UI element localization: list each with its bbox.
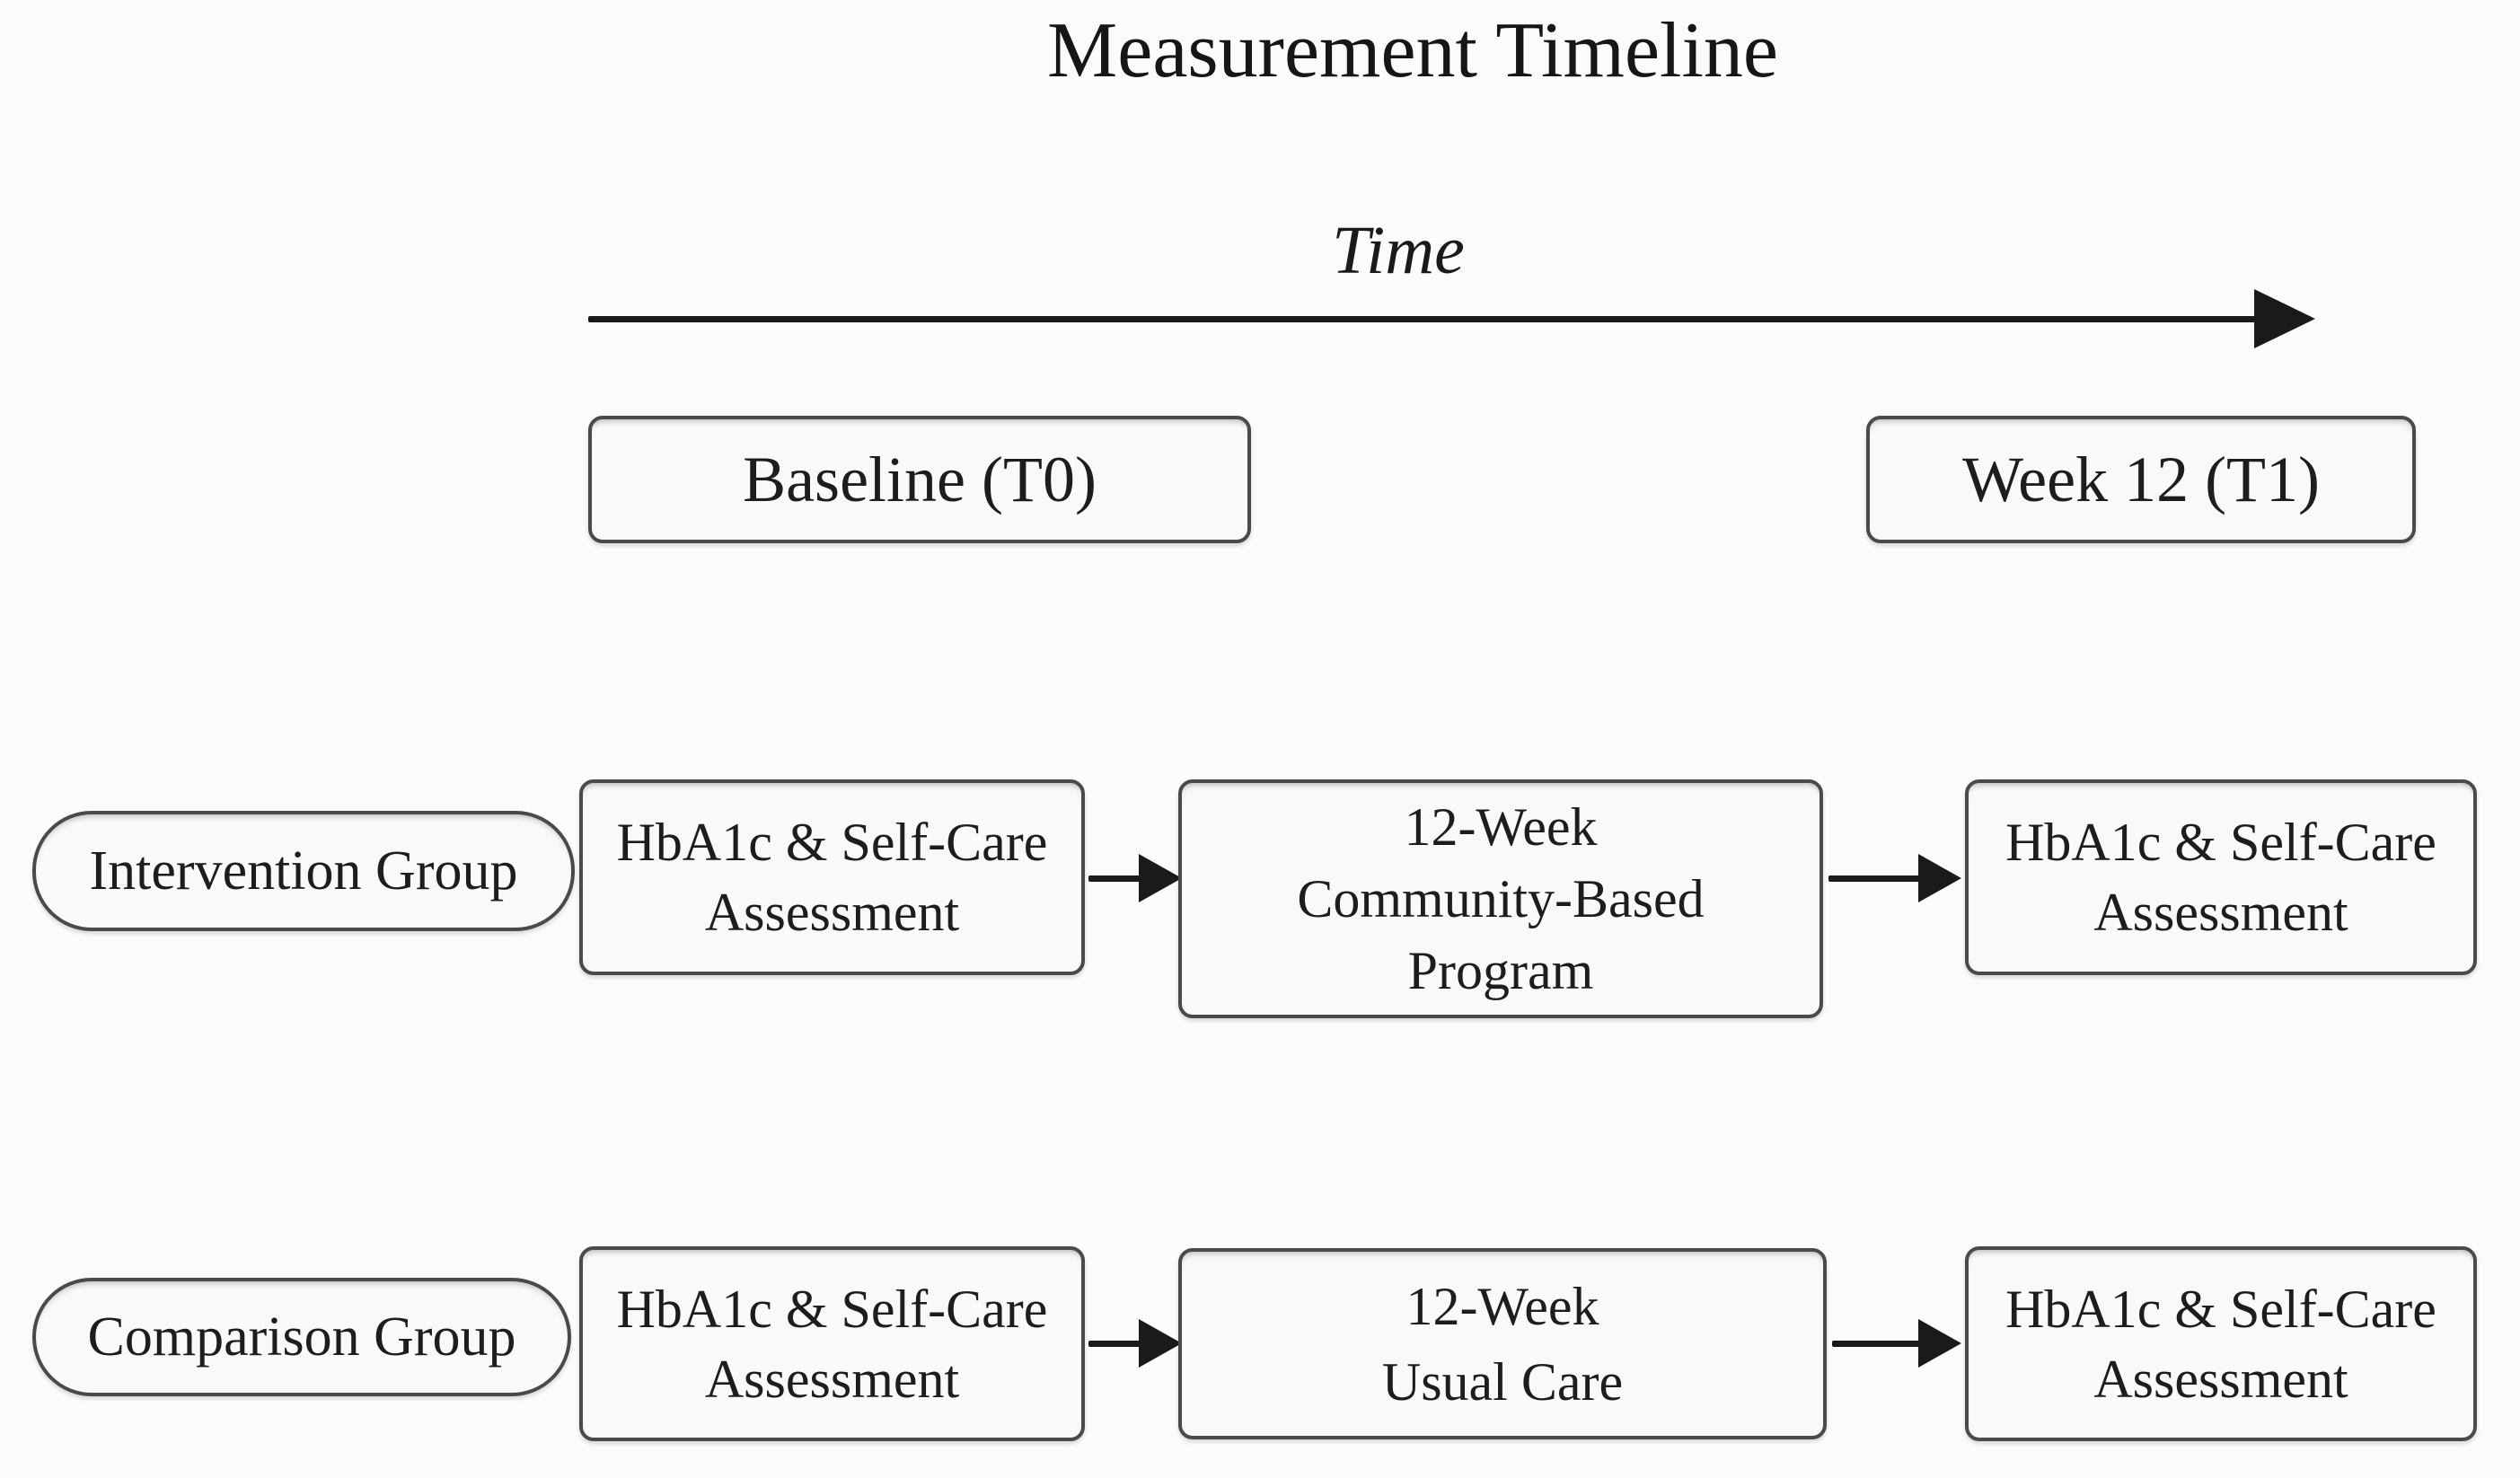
group-pill-intervention: Intervention Group (32, 811, 575, 931)
milestone-baseline-label: Baseline (T0) (743, 443, 1097, 515)
diagram-title: Measurement Timeline (1047, 7, 1778, 94)
flow-arrow-line (1088, 1341, 1141, 1347)
flow-arrowhead-icon (1918, 1319, 1961, 1368)
flow-arrow-line (1832, 1341, 1920, 1347)
milestone-baseline-box: Baseline (T0) (588, 416, 1251, 543)
step-label-line: 12-Week (1404, 797, 1598, 857)
step-box-intervention-program: 12-Week Community-Based Program (1178, 779, 1823, 1018)
flow-arrowhead-icon (1918, 854, 1961, 902)
step-box-comparison-usual-care: 12-Week Usual Care (1178, 1248, 1827, 1439)
step-box-intervention-week12-assessment: HbA1c & Self-Care Assessment (1965, 779, 2477, 975)
step-label-line: Program (1407, 941, 1594, 1000)
group-pill-comparison-label: Comparison Group (87, 1306, 516, 1368)
step-label-line: Usual Care (1381, 1351, 1624, 1412)
group-pill-intervention-label: Intervention Group (89, 840, 518, 902)
step-box-comparison-week12-assessment: HbA1c & Self-Care Assessment (1965, 1246, 2477, 1441)
step-label-line: Assessment (2093, 883, 2348, 942)
step-label-line: Assessment (2093, 1349, 2348, 1409)
flow-arrow-line (1828, 875, 1920, 882)
group-pill-comparison: Comparison Group (32, 1278, 571, 1396)
step-label-line: 12-Week (1405, 1276, 1599, 1336)
step-label-line: HbA1c & Self-Care (616, 1279, 1048, 1339)
flow-arrowhead-icon (1139, 1319, 1182, 1368)
step-box-comparison-baseline-assessment: HbA1c & Self-Care Assessment (579, 1246, 1085, 1441)
time-axis-arrowhead-icon (2254, 289, 2315, 348)
step-box-intervention-baseline-assessment: HbA1c & Self-Care Assessment (579, 779, 1085, 975)
flow-arrowhead-icon (1139, 854, 1182, 902)
step-label-line: HbA1c & Self-Care (2005, 1279, 2436, 1339)
step-label-line: Assessment (704, 1349, 960, 1409)
step-label-line: HbA1c & Self-Care (616, 813, 1048, 872)
flow-arrow-line (1088, 875, 1141, 882)
time-axis-label: Time (1332, 213, 1465, 288)
time-axis-arrow-line (588, 316, 2257, 322)
step-label-line: Community-Based (1297, 869, 1705, 928)
step-label-line: HbA1c & Self-Care (2005, 813, 2436, 872)
milestone-week12-box: Week 12 (T1) (1866, 416, 2416, 543)
milestone-week12-label: Week 12 (T1) (1961, 443, 2321, 515)
step-label-line: Assessment (704, 883, 960, 942)
